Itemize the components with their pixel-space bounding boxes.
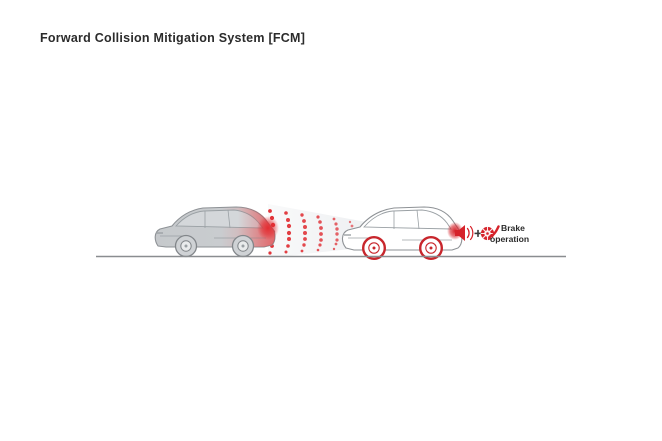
- legend-caption-line1: Brake: [501, 223, 525, 233]
- rear-impact-zone: [257, 216, 279, 240]
- lead-vehicle-wheels: [174, 234, 255, 258]
- page-title: Forward Collision Mitigation System [FCM…: [40, 31, 306, 45]
- plus-symbol: [474, 229, 482, 237]
- radar-arc: [316, 215, 323, 252]
- check-swoosh-icon: [488, 225, 500, 238]
- radar-arc: [300, 213, 307, 253]
- braking-wheels: [362, 235, 444, 260]
- radar-arc: [332, 217, 339, 251]
- warning-sound-icon: [455, 225, 474, 241]
- legend-caption-line2: operation: [490, 234, 529, 244]
- radar-arc: [284, 211, 292, 254]
- legend-group: Brake operation: [455, 223, 529, 244]
- host-vehicle: [341, 206, 463, 260]
- lead-vehicle: [154, 206, 279, 258]
